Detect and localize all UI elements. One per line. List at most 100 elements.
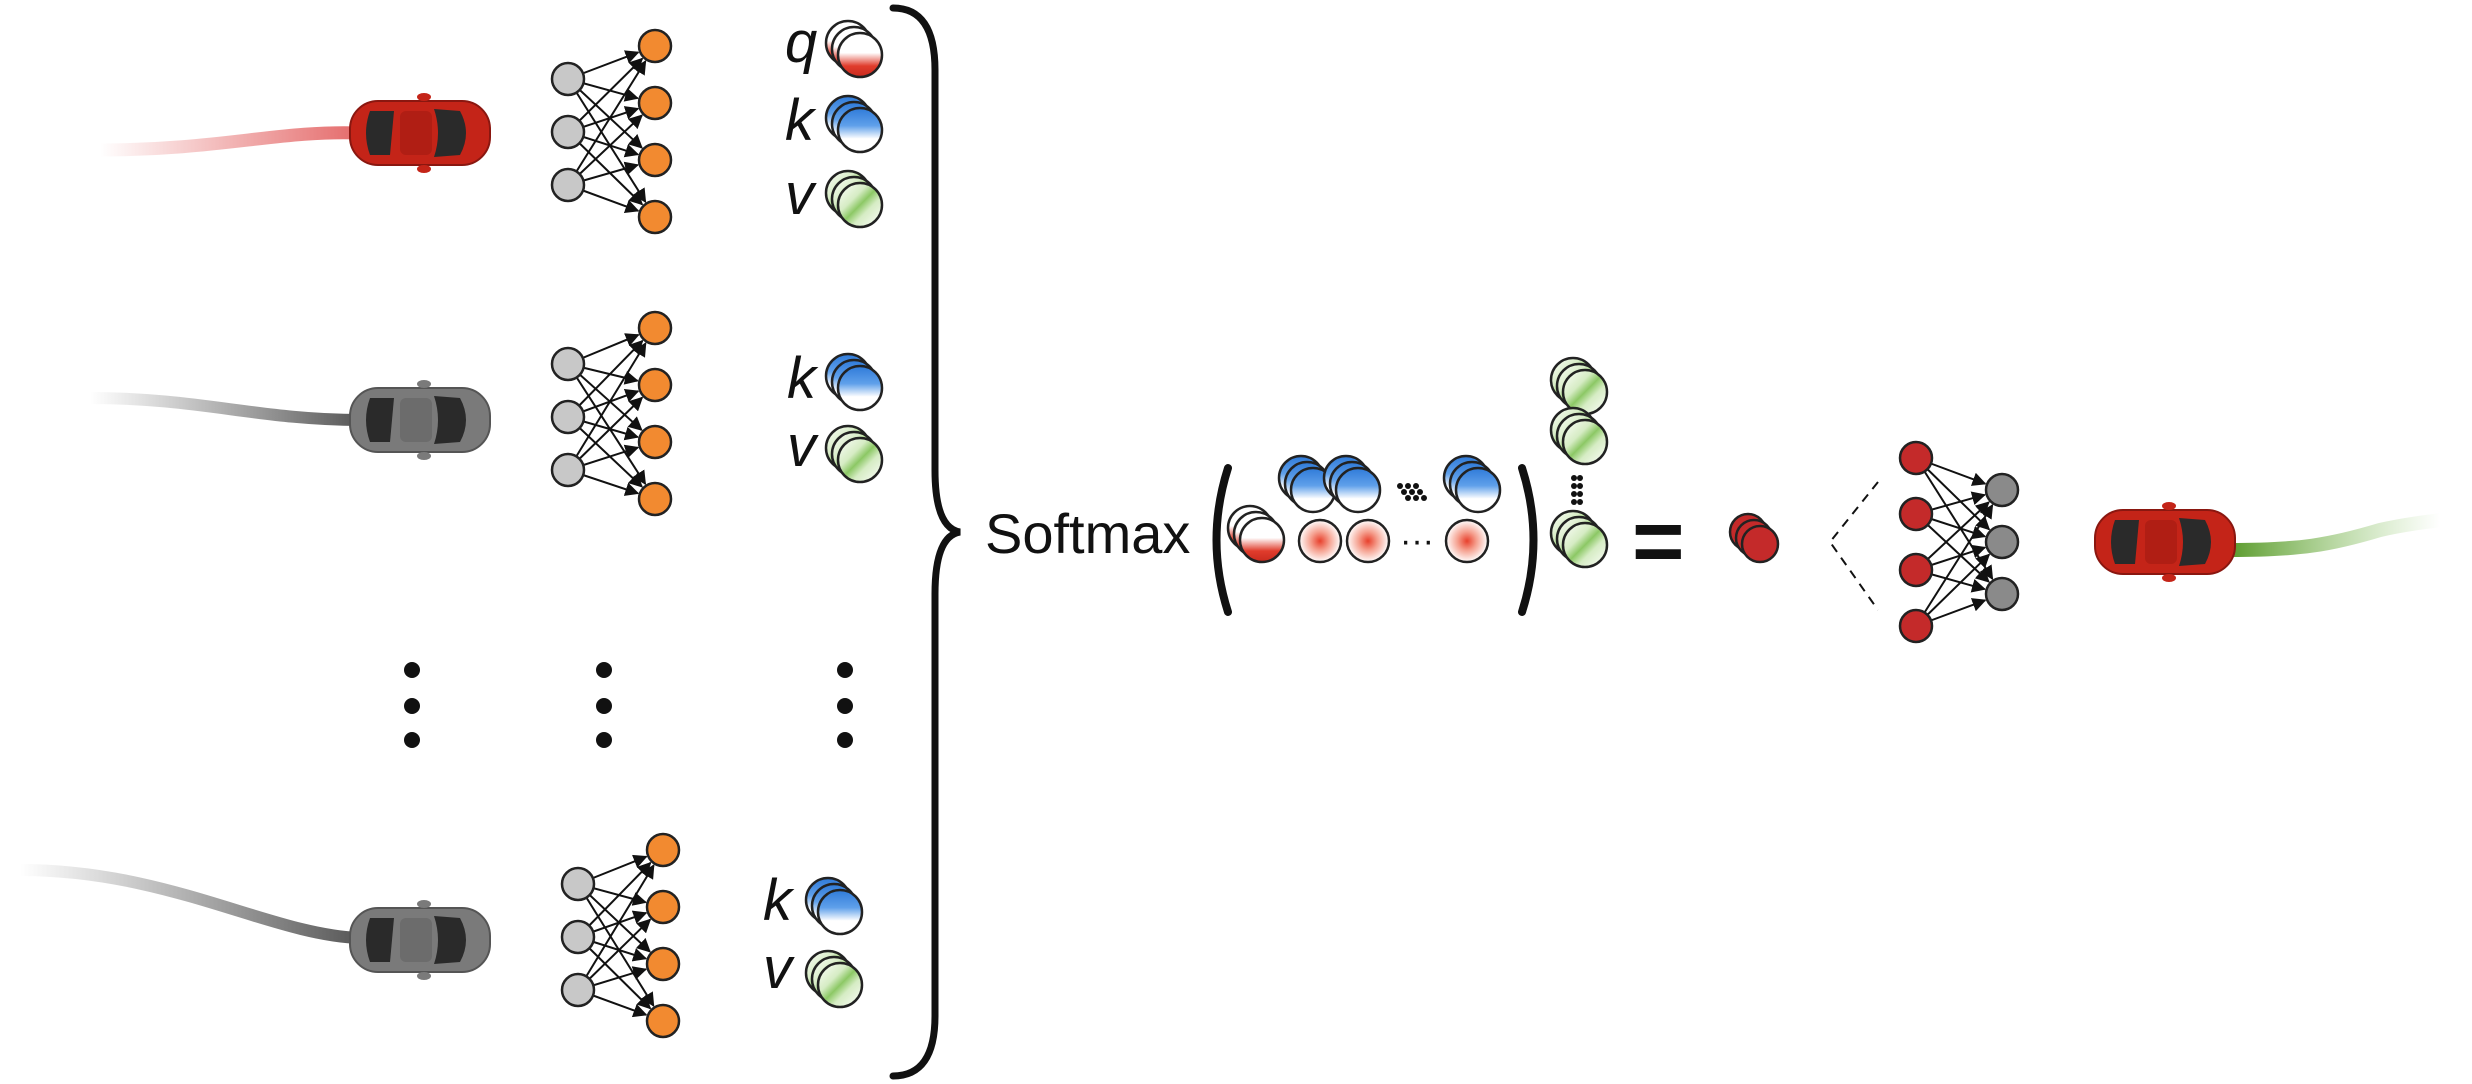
network-output-node — [637, 28, 673, 64]
score-circle-icon — [1345, 518, 1391, 564]
ellipsis-label: ··· — [1400, 522, 1434, 560]
value-vector-icon — [824, 169, 884, 229]
network-edge — [567, 78, 647, 203]
network-input-node — [560, 972, 596, 1008]
network-edge — [567, 60, 647, 186]
softmax-label: Softmax — [985, 502, 1190, 565]
vertical-ellipsis-values — [1571, 475, 1583, 505]
encoder-network-icon — [560, 832, 681, 1039]
ego-q-label: q — [785, 10, 817, 75]
vector-circle — [1444, 518, 1490, 564]
score-circle-icon — [1297, 518, 1343, 564]
network-input-node — [550, 167, 586, 203]
vector-circle — [1334, 466, 1382, 514]
agent3-v-label: v — [763, 936, 795, 1001]
network-input-node — [1898, 552, 1934, 588]
key-vector-icon — [804, 876, 864, 936]
network-input-node — [1898, 440, 1934, 476]
ego-future-trajectory — [2223, 513, 2447, 557]
right-paren — [1518, 464, 1538, 616]
network-edge — [1915, 504, 1994, 627]
key-vector-icon — [1322, 454, 1382, 514]
vector-circle — [1454, 466, 1502, 514]
agent2-k-label: k — [787, 346, 819, 411]
vector-circle — [836, 31, 884, 79]
vector-circle — [1561, 521, 1609, 569]
network-output-node — [1984, 524, 2020, 560]
equals-sign: = — [1632, 492, 1685, 592]
network-edge — [577, 864, 655, 991]
network-output-node — [645, 832, 681, 868]
network-input-node — [550, 346, 586, 382]
agent2-v-label: v — [787, 414, 819, 479]
query-vector-icon — [824, 19, 884, 79]
vector-circle — [816, 961, 864, 1009]
network-input-node — [1898, 608, 1934, 644]
network-output-node — [1984, 576, 2020, 612]
value-vector-icon — [824, 424, 884, 484]
vector-circle — [1345, 518, 1391, 564]
network-output-node — [637, 367, 673, 403]
network-edge — [567, 339, 644, 418]
network-output-node — [645, 1003, 681, 1039]
network-edge — [567, 57, 644, 133]
network-output-node — [637, 424, 673, 460]
network-output-node — [645, 889, 681, 925]
ego-car-output-icon — [2094, 502, 2236, 582]
network-output-node — [637, 199, 673, 235]
vector-circle — [1561, 418, 1609, 466]
value-vector-icon — [804, 949, 864, 1009]
value-vector-icon — [1549, 356, 1609, 416]
ego-history-trajectory — [93, 126, 367, 157]
vector-circle — [836, 436, 884, 484]
network-output-node — [637, 481, 673, 517]
network-edge — [567, 342, 647, 471]
agent3-history-trajectory — [14, 864, 366, 944]
other-car-icon — [349, 900, 491, 980]
decoder-network-icon — [1898, 440, 2020, 644]
other-car-icon — [349, 380, 491, 460]
ego-k-label: k — [785, 88, 817, 153]
diagonal-ellipsis — [1397, 483, 1427, 501]
network-input-node — [550, 452, 586, 488]
network-edge — [567, 131, 644, 206]
network-input-node — [550, 399, 586, 435]
key-vector-icon — [824, 352, 884, 412]
key-vector-icon — [824, 94, 884, 154]
key-vector-icon — [1442, 454, 1502, 514]
query-vector-icon — [1226, 504, 1286, 564]
network-input-node — [550, 114, 586, 150]
network-input-node — [560, 866, 596, 902]
vector-circle — [836, 364, 884, 412]
network-input-node — [1898, 496, 1934, 532]
brace-icon — [889, 4, 961, 1080]
vector-stacks — [804, 19, 1609, 1009]
vector-circle — [1238, 516, 1286, 564]
network-output-node — [645, 946, 681, 982]
agent2-history-trajectory — [84, 392, 366, 426]
network-output-node — [637, 142, 673, 178]
value-vector-icon — [1549, 406, 1609, 466]
network-input-node — [550, 61, 586, 97]
vector-circle — [836, 106, 884, 154]
network-output-node — [637, 85, 673, 121]
expansion-lines — [1828, 481, 1879, 611]
value-vector-icon — [1549, 509, 1609, 569]
vertical-ellipsis — [404, 662, 853, 748]
attention-output-vector — [1728, 512, 1780, 564]
network-edge — [567, 396, 644, 471]
network-edge — [577, 861, 652, 938]
ego-v-label: v — [785, 162, 817, 227]
vector-circle — [836, 181, 884, 229]
left-paren — [1212, 464, 1232, 616]
vector-circle — [816, 888, 864, 936]
ego-car-icon — [349, 93, 491, 173]
encoder-network-icon — [550, 28, 673, 235]
vector-circle — [1297, 518, 1343, 564]
network-input-node — [560, 919, 596, 955]
network-output-node — [637, 310, 673, 346]
encoder-network-icon — [550, 310, 673, 517]
agent3-k-label: k — [763, 868, 795, 933]
network-edge — [567, 363, 647, 486]
